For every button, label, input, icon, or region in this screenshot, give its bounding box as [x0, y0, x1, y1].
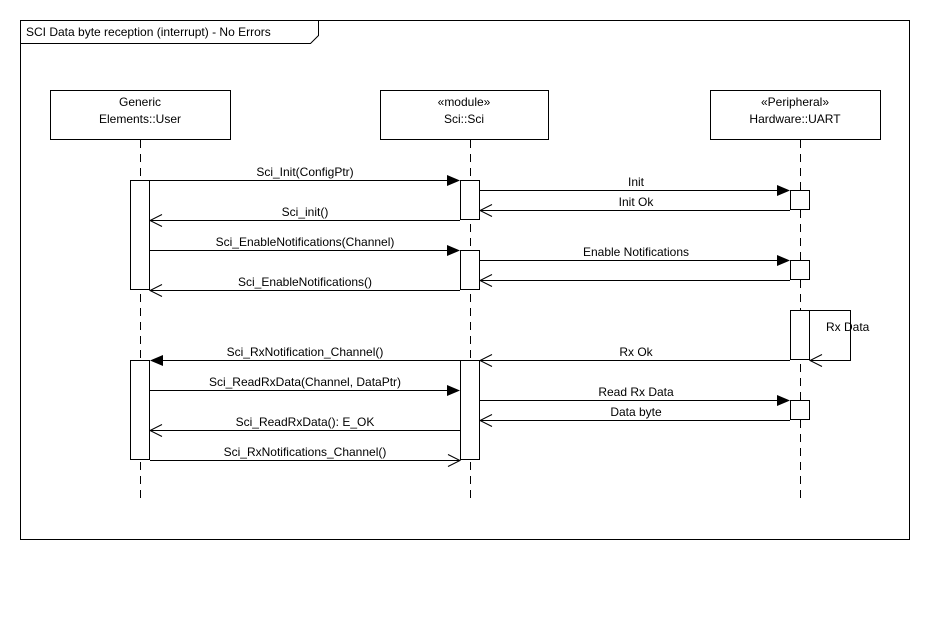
arrowhead-filled [777, 255, 790, 266]
message-label: Sci_ReadRxData(): E_OK [236, 415, 375, 429]
lifeline-sci-label-line1: «module» [438, 95, 491, 109]
activation-uart-3 [790, 310, 810, 360]
message-label: Sci_Init(ConfigPtr) [256, 165, 353, 179]
lifeline-user-label-line2: Elements::User [99, 112, 181, 126]
arrowhead-open [478, 274, 493, 287]
lifeline-uart-label-line1: «Peripheral» [761, 95, 829, 109]
message-label: Sci_RxNotification_Channel() [227, 345, 384, 359]
frame-title-tab [20, 20, 319, 44]
message-rx-data-self: Rx Data [808, 310, 870, 367]
arrowhead-open [148, 284, 163, 297]
message-label: Rx Data [826, 320, 870, 334]
message-label: Sci_EnableNotifications(Channel) [216, 235, 395, 249]
message-label: Rx Ok [619, 345, 653, 359]
message-sci-read-rx-data-reply: Sci_ReadRxData(): E_OK [148, 415, 460, 437]
lifeline-sci-head [380, 90, 549, 140]
message-sci-rx-notification: Sci_RxNotification_Channel() [150, 345, 460, 366]
arrowhead-open [808, 354, 823, 367]
arrowhead-filled [447, 385, 460, 396]
arrowhead-filled [777, 395, 790, 406]
activation-sci-3 [460, 360, 480, 460]
message-sci-rx-notifications-reply: Sci_RxNotifications_Channel() [150, 445, 462, 467]
message-init-ok: Init Ok [478, 195, 790, 217]
lifeline-uart-head [710, 90, 881, 140]
message-rx-ok: Rx Ok [478, 345, 790, 367]
activation-sci-2 [460, 250, 480, 290]
arrowhead-open [478, 204, 493, 217]
message-label: Sci_RxNotifications_Channel() [224, 445, 387, 459]
message-read-rx-data: Read Rx Data [480, 385, 790, 406]
lifeline-user-label-line1: Generic [119, 95, 161, 109]
lifeline-user-head [50, 90, 231, 140]
message-enable-notifications-ack [478, 274, 790, 287]
message-sci-read-rx-data: Sci_ReadRxData(Channel, DataPtr) [150, 375, 460, 396]
message-data-byte: Data byte [478, 405, 790, 427]
frame-title: SCI Data byte reception (interrupt) - No… [26, 25, 271, 39]
message-label: Init [628, 175, 645, 189]
message-label: Enable Notifications [583, 245, 689, 259]
arrowhead-open [148, 424, 163, 437]
message-label: Data byte [610, 405, 662, 419]
arrowhead-filled [447, 175, 460, 186]
activation-uart-2 [790, 260, 810, 280]
arrowhead-filled [777, 185, 790, 196]
message-sci-init-reply: Sci_init() [148, 205, 460, 227]
message-sci-init: Sci_Init(ConfigPtr) [150, 165, 460, 186]
message-enable-notifications: Enable Notifications [480, 245, 790, 266]
activation-uart-1 [790, 190, 810, 210]
arrowhead-open [447, 454, 462, 467]
message-sci-enable-notifications: Sci_EnableNotifications(Channel) [150, 235, 460, 256]
lifeline-sci-label-line2: Sci::Sci [444, 112, 484, 126]
message-label: Sci_EnableNotifications() [238, 275, 372, 289]
arrowhead-open [478, 354, 493, 367]
lifeline-sci: «module» Sci::Sci [380, 90, 549, 500]
message-label: Read Rx Data [598, 385, 674, 399]
activation-user-1 [130, 180, 150, 290]
activation-user-2 [130, 360, 150, 460]
arrowhead-filled [150, 355, 163, 366]
activation-sci-1 [460, 180, 480, 220]
lifeline-uart-label-line2: Hardware::UART [749, 112, 841, 126]
message-init: Init [480, 175, 790, 196]
message-sci-enable-notifications-reply: Sci_EnableNotifications() [148, 275, 460, 297]
message-label: Sci_ReadRxData(Channel, DataPtr) [209, 375, 401, 389]
arrowhead-open [148, 214, 163, 227]
activation-uart-4 [790, 400, 810, 420]
message-label: Init Ok [619, 195, 655, 209]
arrowhead-open [478, 414, 493, 427]
diagram-frame [20, 20, 910, 540]
message-label: Sci_init() [282, 205, 329, 219]
arrowhead-filled [447, 245, 460, 256]
lifeline-uart: «Peripheral» Hardware::UART [710, 90, 881, 500]
